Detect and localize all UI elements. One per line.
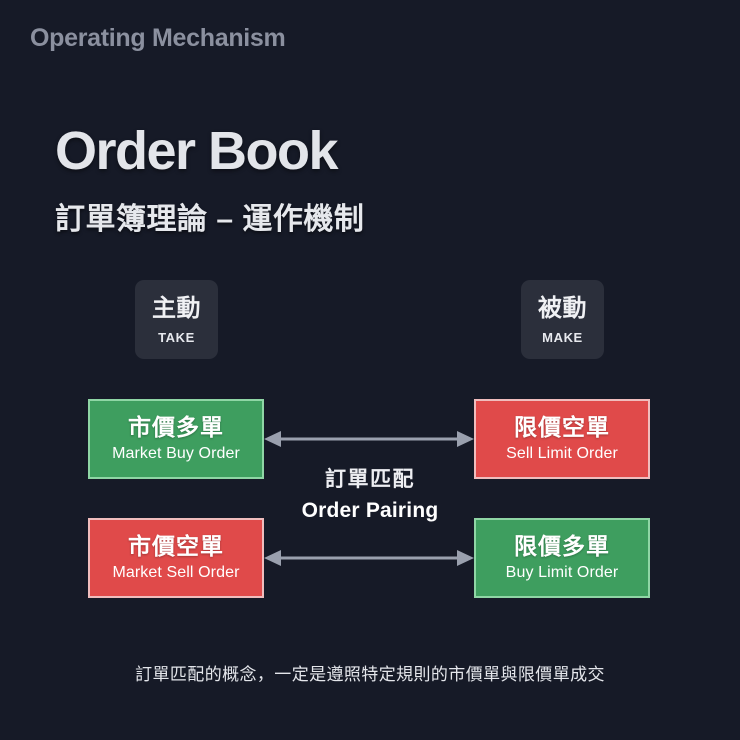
- eyebrow-label: Operating Mechanism: [30, 24, 286, 52]
- order-box-buy-limit: 限價多單 Buy Limit Order: [474, 518, 650, 598]
- badge-take: 主動 TAKE: [135, 280, 218, 359]
- badge-make-zh: 被動: [538, 295, 587, 323]
- order-box-market-buy: 市價多單 Market Buy Order: [88, 399, 264, 479]
- page-subtitle: 訂單簿理論 – 運作機制: [55, 203, 365, 236]
- badge-take-zh: 主動: [152, 295, 201, 323]
- order-box-sell-limit-en: Sell Limit Order: [506, 445, 618, 463]
- badge-make: 被動 MAKE: [521, 280, 604, 359]
- order-box-sell-limit: 限價空單 Sell Limit Order: [474, 399, 650, 479]
- center-pairing-zh: 訂單匹配: [325, 468, 415, 491]
- double-arrow-icon-top: [264, 428, 474, 450]
- footnote-text: 訂單匹配的概念，一定是遵照特定規則的市價單與限價單成交: [135, 665, 605, 684]
- badge-make-en: MAKE: [542, 329, 583, 345]
- double-arrow-icon-bottom: [264, 547, 474, 569]
- center-pairing-label: 訂單匹配 Order Pairing: [264, 466, 476, 523]
- order-box-buy-limit-en: Buy Limit Order: [505, 564, 619, 582]
- order-box-market-buy-zh: 市價多單: [128, 413, 224, 440]
- page-title: Order Book: [55, 121, 339, 181]
- order-box-market-buy-en: Market Buy Order: [112, 445, 240, 463]
- order-box-market-sell-zh: 市價空單: [128, 532, 224, 559]
- order-box-market-sell: 市價空單 Market Sell Order: [88, 518, 264, 598]
- center-pairing-en: Order Pairing: [301, 499, 439, 523]
- order-box-sell-limit-zh: 限價空單: [514, 413, 610, 440]
- order-box-buy-limit-zh: 限價多單: [514, 532, 610, 559]
- order-box-market-sell-en: Market Sell Order: [112, 564, 240, 582]
- badge-take-en: TAKE: [158, 329, 195, 345]
